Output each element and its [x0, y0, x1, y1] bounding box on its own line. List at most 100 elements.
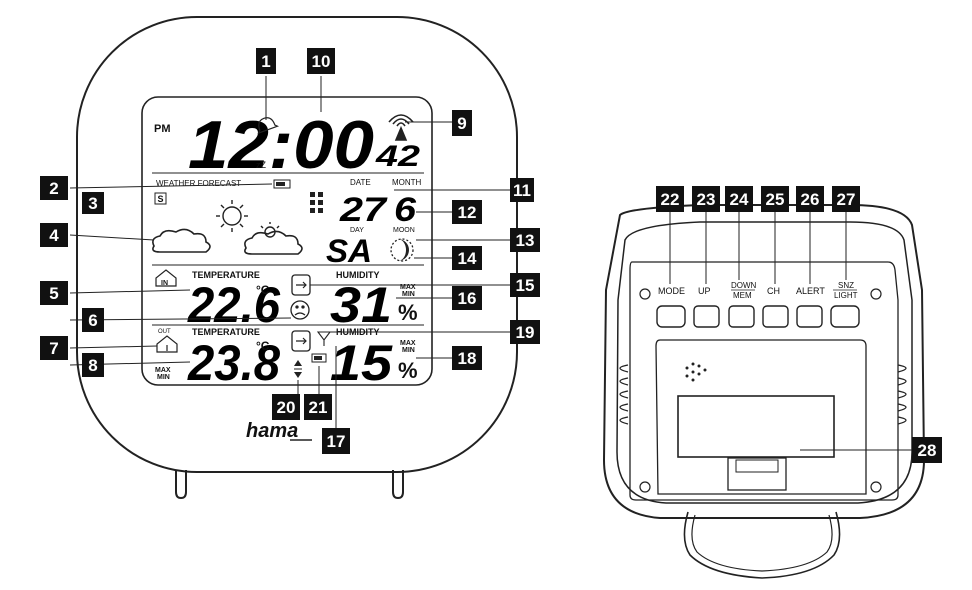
outdoor-humidity-value: 15 [330, 335, 393, 391]
stand-wire-inner [691, 514, 833, 572]
svg-text:13: 13 [516, 231, 535, 250]
day-label: DAY [350, 227, 364, 234]
outdoor-temperature-label: TEMPERATURE [192, 327, 260, 337]
indoor-humidity-value: 31 [330, 277, 392, 333]
callout-24: 24 [725, 186, 753, 212]
indoor-humidity-label: HUMIDITY [336, 270, 380, 280]
callout-27: 27 [832, 186, 860, 212]
back-housing-outer [602, 204, 926, 519]
partly-cloudy-icon [244, 222, 303, 255]
ch-button[interactable] [762, 305, 789, 328]
callout-22: 22 [656, 186, 684, 212]
month-label: MONTH [392, 178, 422, 187]
callout-badges: 1 10 9 2 11 3 12 4 13 14 5 15 16 6 19 7 … [40, 48, 942, 463]
snz-light-button[interactable] [830, 305, 860, 328]
outdoor-humidity-percent: % [398, 358, 418, 383]
screw-top-left [639, 288, 651, 300]
sensor-battery-icon [311, 353, 327, 363]
svg-text:21: 21 [309, 398, 328, 417]
moon-label: MOON [393, 227, 415, 234]
front-foot-right [392, 470, 404, 500]
battery-compartment[interactable] [677, 395, 835, 458]
svg-text:19: 19 [516, 323, 535, 342]
indoor-house-icon [155, 269, 177, 287]
svg-text:5: 5 [49, 284, 58, 303]
back-center-panel [655, 339, 867, 495]
indoor-temperature-label: TEMPERATURE [192, 270, 260, 280]
speaker-grille-icon [685, 362, 707, 382]
front-leader-lines [69, 76, 510, 428]
up-button[interactable] [693, 305, 720, 328]
callout-9: 9 [452, 110, 472, 136]
date-label: DATE [350, 178, 371, 187]
seconds-display: 42 [375, 140, 421, 173]
callout-19: 19 [510, 320, 540, 344]
callout-18: 18 [452, 346, 482, 370]
callout-28: 28 [912, 437, 942, 463]
svg-text:24: 24 [730, 190, 749, 209]
svg-text:27: 27 [837, 190, 856, 209]
svg-text:1: 1 [261, 52, 270, 71]
svg-text:11: 11 [513, 181, 531, 200]
down-mem-button[interactable] [728, 305, 755, 328]
svg-text:8: 8 [88, 356, 97, 375]
indoor-max-label: MAX [400, 284, 416, 291]
radio-signal-icon [388, 114, 414, 141]
mem-button-label: MEM [733, 291, 752, 300]
alert-button-label: ALERT [796, 286, 825, 296]
month-value: 6 [394, 191, 417, 229]
stand-hinge [727, 457, 787, 491]
channel-arrows-icon [294, 360, 302, 378]
snz-button-label: SNZ [838, 281, 854, 290]
snooze-indicator: zZ [256, 160, 267, 170]
screw-bottom-right [870, 481, 882, 493]
callout-12: 12 [452, 200, 482, 224]
outdoor-trend-arrow-icon [291, 330, 311, 352]
outdoor-max-label: MAX [400, 340, 416, 347]
indoor-temperature-value: 22.6 [187, 277, 281, 333]
indoor-humidity-percent: % [398, 300, 418, 325]
alert-button[interactable] [796, 305, 823, 328]
svg-text:16: 16 [458, 289, 477, 308]
svg-text:14: 14 [458, 249, 477, 268]
svg-text:17: 17 [327, 432, 346, 451]
callout-6: 6 [82, 308, 104, 332]
s-symbol: S [158, 194, 164, 204]
day-value: SA [326, 233, 372, 269]
stand-hinge-inner [735, 459, 779, 473]
callout-20: 20 [272, 394, 300, 420]
callout-2: 2 [40, 176, 68, 200]
light-button-label: LIGHT [834, 291, 858, 300]
language-indicator-icon [310, 192, 323, 213]
device-front: PM 12:00 42 zZ WEATHER FORECAST S [76, 16, 518, 500]
indoor-min-label: MIN [402, 291, 415, 298]
down-button-label: DOWN [731, 281, 757, 290]
svg-text:15: 15 [516, 276, 535, 295]
back-housing-mid [616, 221, 913, 504]
svg-text:2: 2 [49, 179, 58, 198]
front-foot-left [175, 470, 187, 500]
lcd-panel [141, 96, 433, 386]
mode-button[interactable] [656, 305, 686, 328]
callout-11: 11 [510, 178, 534, 202]
svg-text:26: 26 [801, 190, 820, 209]
mode-button-label: MODE [658, 286, 685, 296]
cloud-icon [152, 228, 211, 253]
forecast-battery-icon [273, 179, 291, 189]
svg-text:18: 18 [458, 349, 477, 368]
svg-text:6: 6 [88, 311, 97, 330]
date-value: 27 [339, 191, 389, 229]
outdoor-label: OUT [158, 329, 171, 335]
screw-top-right [870, 288, 882, 300]
callout-4: 4 [40, 223, 68, 247]
time-display: 12:00 [188, 107, 374, 183]
alarm-bell-icon [257, 117, 280, 135]
callout-13: 13 [510, 228, 540, 252]
callout-7: 7 [40, 336, 68, 360]
svg-text:10: 10 [312, 52, 331, 71]
callout-17: 17 [322, 428, 350, 454]
callout-10: 10 [307, 48, 335, 74]
forecast-battery-fill [276, 182, 285, 186]
back-leader-lines [669, 212, 912, 451]
